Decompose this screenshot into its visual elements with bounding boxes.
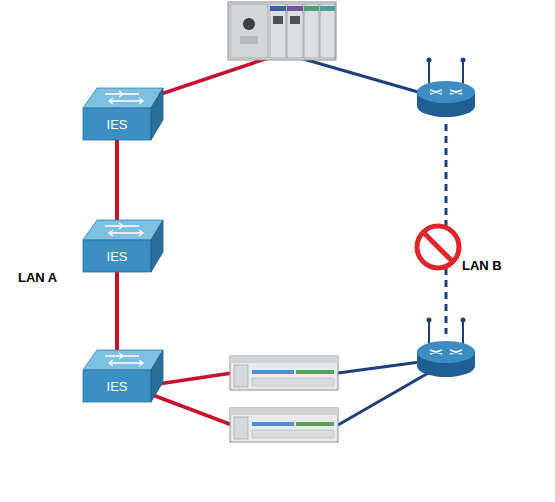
prohibition-sign bbox=[417, 226, 459, 268]
switch-top bbox=[83, 88, 163, 108]
switch-outline bbox=[83, 88, 163, 140]
switch-front bbox=[83, 108, 151, 140]
io-adapter bbox=[234, 365, 248, 387]
antenna-tip bbox=[461, 318, 466, 323]
io-stripe bbox=[296, 422, 334, 426]
router-arrows bbox=[430, 90, 462, 94]
antenna-tip bbox=[427, 58, 432, 63]
switch-front bbox=[83, 240, 151, 272]
switch-arrows bbox=[105, 91, 143, 104]
io-stripe bbox=[252, 422, 294, 426]
switch-side bbox=[151, 350, 163, 402]
module-stripe bbox=[287, 6, 303, 11]
io-terminals bbox=[252, 430, 334, 438]
router-top bbox=[417, 81, 475, 103]
switch-side bbox=[151, 88, 163, 140]
io-stripe bbox=[296, 370, 334, 374]
io-body bbox=[230, 408, 338, 442]
module-display bbox=[290, 16, 300, 24]
blue-wire bbox=[338, 372, 430, 425]
antenna bbox=[462, 322, 464, 346]
sign-bar bbox=[424, 233, 452, 261]
io-top bbox=[230, 356, 338, 363]
red-wire bbox=[150, 394, 232, 425]
module-stripe bbox=[270, 6, 286, 11]
switch-front bbox=[83, 370, 151, 402]
io-stripe bbox=[252, 370, 294, 374]
power-supply bbox=[230, 4, 268, 58]
antenna bbox=[428, 62, 430, 86]
switch-arrows bbox=[105, 223, 143, 236]
red-wire bbox=[152, 58, 268, 97]
io-adapter bbox=[234, 417, 248, 439]
router-arrows bbox=[430, 350, 462, 354]
chassis-body bbox=[228, 2, 336, 60]
io-module bbox=[230, 356, 338, 390]
module-slot bbox=[270, 4, 286, 58]
antenna bbox=[428, 322, 430, 346]
module-stripe bbox=[304, 6, 319, 11]
network-label: LAN A bbox=[18, 270, 57, 285]
wireless-router bbox=[417, 58, 475, 118]
io-top bbox=[230, 408, 338, 415]
antenna bbox=[462, 62, 464, 86]
red-link bbox=[115, 272, 119, 350]
router-top bbox=[417, 341, 475, 363]
blue-wire bbox=[338, 362, 420, 373]
red-wire bbox=[158, 373, 232, 384]
module-slot bbox=[320, 4, 335, 58]
io-module bbox=[230, 408, 338, 442]
switch-node: IES bbox=[83, 88, 163, 140]
red-link bbox=[115, 140, 119, 220]
wireless-router bbox=[417, 318, 475, 378]
controller-chassis bbox=[228, 2, 336, 60]
io-terminals bbox=[252, 378, 334, 386]
switch-top bbox=[83, 220, 163, 240]
switch-node: IES bbox=[83, 220, 163, 272]
switch-node: IES bbox=[83, 350, 163, 402]
switch-label: IES bbox=[83, 108, 151, 140]
module-slot bbox=[287, 4, 303, 58]
switch-side bbox=[151, 220, 163, 272]
module-slot bbox=[304, 4, 319, 58]
switch-top bbox=[83, 350, 163, 370]
module-display bbox=[273, 16, 283, 24]
switch-arrows bbox=[105, 353, 143, 366]
switch-label: IES bbox=[83, 370, 151, 402]
switch-outline bbox=[83, 350, 163, 402]
antenna-tip bbox=[461, 58, 466, 63]
network-label: LAN B bbox=[462, 258, 502, 273]
key-switch bbox=[243, 18, 255, 30]
module-stripe bbox=[320, 6, 335, 11]
blue-wire bbox=[300, 58, 418, 92]
switch-label: IES bbox=[83, 240, 151, 272]
antenna-tip bbox=[427, 318, 432, 323]
switch-outline bbox=[83, 220, 163, 272]
sign-ring bbox=[417, 226, 459, 268]
io-body bbox=[230, 356, 338, 390]
display bbox=[240, 36, 258, 44]
